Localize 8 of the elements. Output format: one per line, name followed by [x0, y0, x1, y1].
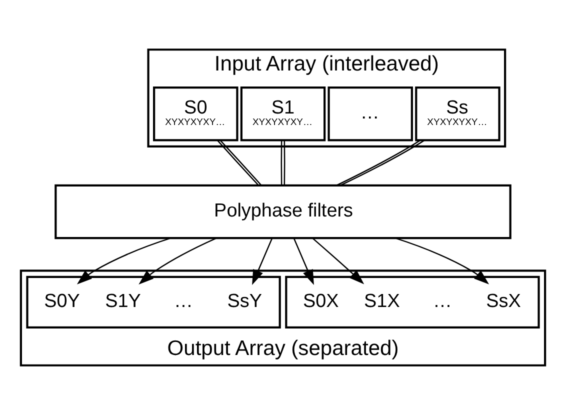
node-text: S0X: [302, 290, 339, 312]
node-text: …: [432, 290, 452, 312]
node-text: S1Y: [105, 290, 141, 312]
node-text: SsX: [486, 290, 521, 312]
node-text: S0Y: [44, 290, 80, 312]
node-text: SsY: [227, 290, 262, 312]
node-text: …: [174, 290, 194, 312]
node-text: S1X: [364, 290, 400, 312]
